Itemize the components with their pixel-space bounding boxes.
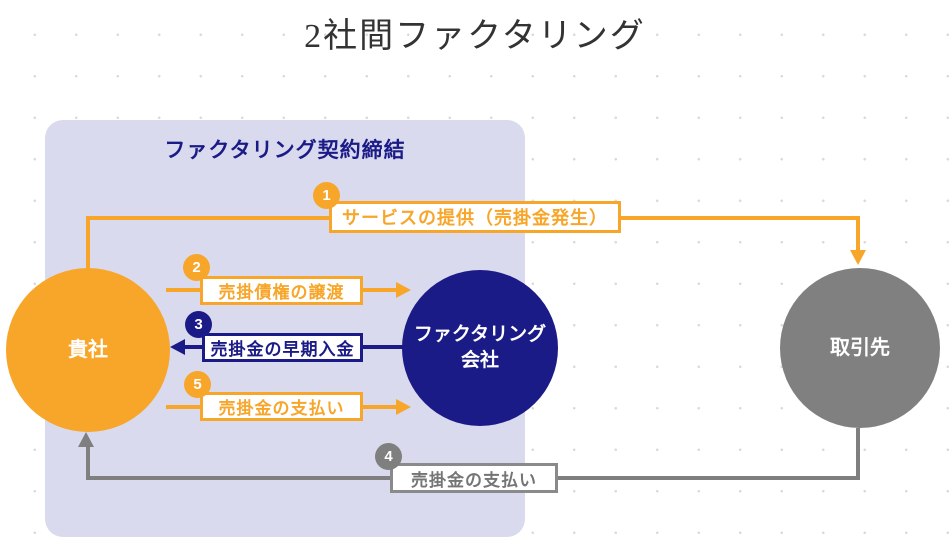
flow3-label-box: 売掛金の早期入金	[202, 333, 363, 362]
flow1-label: サービスの提供（売掛金発生）	[342, 208, 608, 228]
flow3-arrowhead-left-icon	[170, 339, 185, 355]
node-factoring-label-line1: ファクタリング	[413, 324, 547, 346]
page-title: 2社間ファクタリング	[304, 18, 646, 55]
node-client-company: 取引先	[780, 268, 940, 428]
flow5-label-box: 売掛金の支払い	[200, 392, 363, 421]
flow4-number-badge: 4	[375, 443, 402, 470]
flow4-label-box: 売掛金の支払い	[390, 463, 558, 493]
flow4-arrowhead-up-icon	[78, 432, 94, 447]
flow1-arrowhead-down-icon	[850, 250, 866, 265]
flow4-label: 売掛金の支払い	[411, 470, 537, 490]
flow3-number-badge: 3	[185, 311, 212, 338]
flow5-number: 5	[193, 376, 202, 393]
flow5-label: 売掛金の支払い	[218, 399, 345, 418]
flow1-line-left-vertical	[86, 216, 90, 272]
flow4-line-left-vertical	[86, 446, 90, 480]
node-client-company-label: 取引先	[830, 336, 890, 359]
flow3-number: 3	[194, 316, 203, 333]
flow2-label-box: 売掛債権の譲渡	[200, 276, 363, 305]
flow4-number: 4	[384, 448, 393, 465]
flow1-number: 1	[322, 187, 331, 204]
node-your-company-label: 貴社	[68, 338, 108, 361]
flow2-label: 売掛債権の譲渡	[218, 283, 345, 302]
flow5-arrowhead-right-icon	[396, 399, 411, 415]
flow2-arrowhead-right-icon	[396, 282, 411, 298]
flow1-label-box: サービスの提供（売掛金発生）	[329, 201, 621, 233]
node-factoring-label-line2: 会社	[460, 350, 499, 371]
node-factoring-company: ファクタリング 会社	[402, 270, 558, 426]
flow1-number-badge: 1	[313, 182, 340, 209]
flow1-line-right-vertical	[856, 216, 860, 252]
flow5-number-badge: 5	[184, 371, 211, 398]
flow2-number: 2	[192, 259, 201, 276]
flow4-line-right-vertical	[856, 428, 860, 480]
node-factoring-company-label: ファクタリング 会社	[414, 322, 546, 373]
contract-panel-label: ファクタリング契約締結	[164, 139, 406, 162]
node-your-company: 貴社	[6, 268, 170, 432]
flow2-number-badge: 2	[183, 254, 210, 281]
flow3-label: 売掛金の早期入金	[210, 340, 355, 359]
